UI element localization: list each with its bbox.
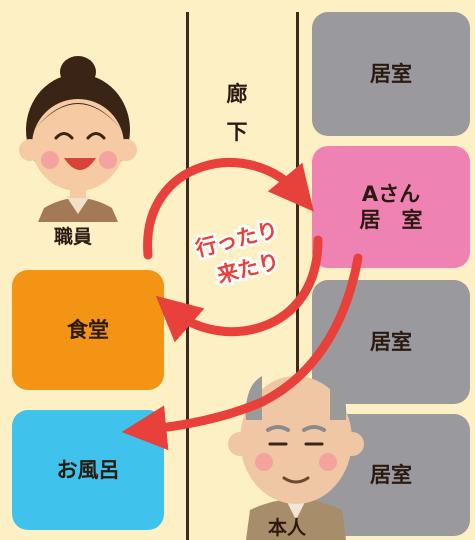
arrow-to-dining [155, 235, 323, 343]
arrow-to-bath [121, 253, 363, 451]
room-top: 居室 [312, 12, 470, 136]
corridor-label-1: 廊 [226, 82, 248, 106]
arrow-to-room-a [143, 158, 314, 260]
back-and-forth-caption: 行ったり 来たり [190, 215, 284, 290]
staff-label: 職員 [54, 226, 93, 248]
corridor-label-2: 下 [226, 120, 248, 144]
dining-room: 食堂 [12, 270, 164, 390]
staff-illustration [19, 56, 137, 222]
corridor-right-wall [296, 12, 299, 540]
corridor-left-wall [186, 12, 189, 540]
caption-line-2: 来たり [215, 249, 282, 288]
self-label: 本人 [268, 517, 307, 539]
room-a: Aさん 居 室 [312, 146, 470, 268]
